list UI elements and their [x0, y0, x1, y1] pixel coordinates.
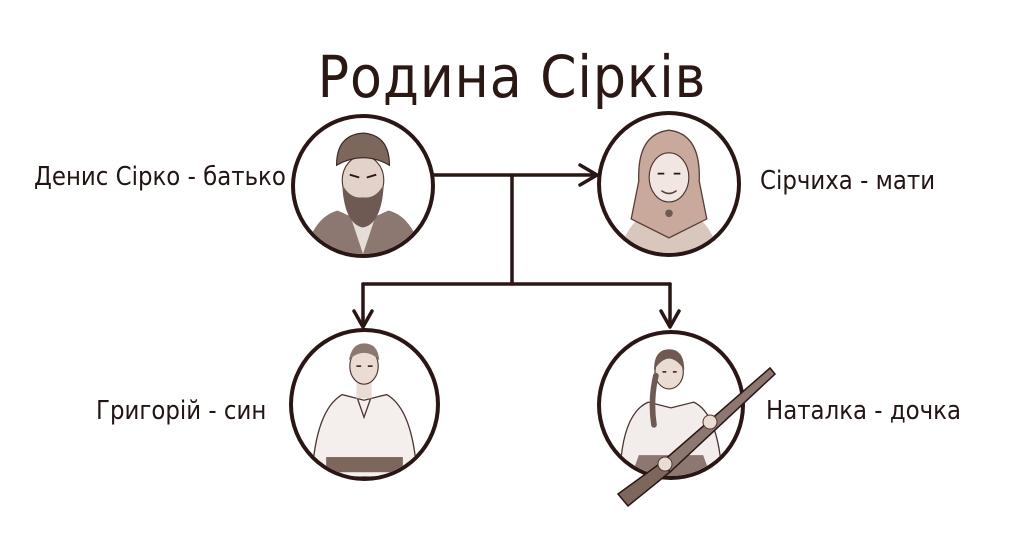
- arrowhead-down-icon: [659, 309, 681, 329]
- portrait-frame-father: [291, 114, 435, 258]
- diagram-title: Родина Сірків: [317, 42, 707, 111]
- member-label-father: Денис Сірко - батько: [34, 162, 286, 192]
- rifle-icon: [616, 366, 777, 508]
- woman-headscarf-portrait-icon: [619, 129, 719, 253]
- portrait-frame-son: [289, 328, 440, 481]
- portrait-frame-mother: [597, 111, 741, 257]
- cossack-man-fur-hat-portrait-icon: [304, 132, 422, 254]
- girl-with-rifle-portrait-icon: [619, 349, 723, 476]
- young-man-shirt-portrait-icon: [311, 343, 418, 477]
- member-label-son: Григорій - син: [96, 396, 267, 426]
- member-label-daughter: Наталка - дочка: [766, 396, 962, 426]
- member-label-mother: Сірчиха - мати: [760, 166, 936, 196]
- arrowhead-down-icon: [352, 309, 374, 329]
